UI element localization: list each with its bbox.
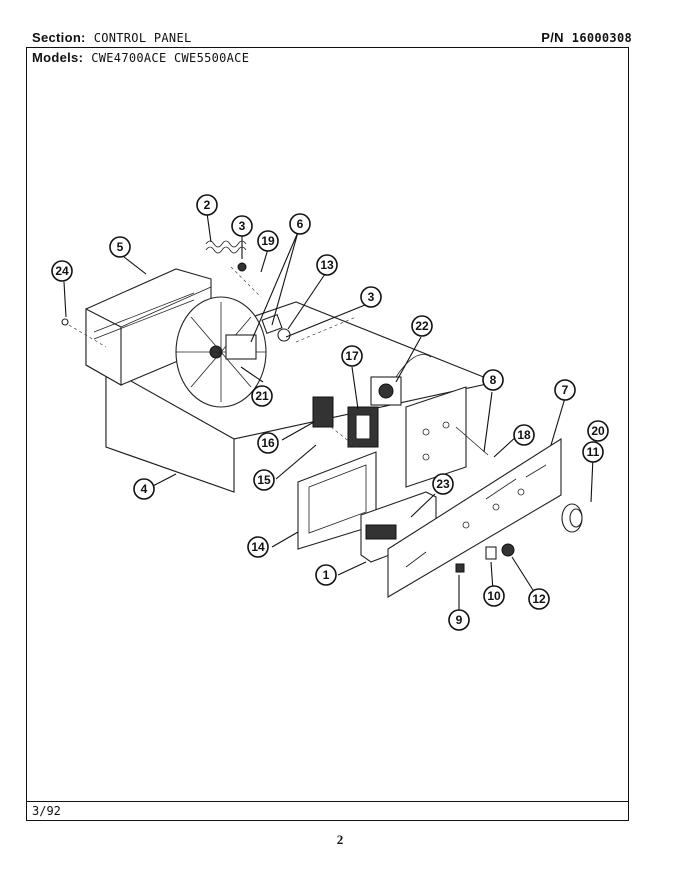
footer-divider <box>26 801 629 802</box>
svg-text:3: 3 <box>239 219 246 233</box>
callout-8: 8 <box>482 369 504 391</box>
callout-18: 18 <box>513 424 535 446</box>
svg-text:7: 7 <box>562 383 569 397</box>
callout-19: 19 <box>257 230 279 252</box>
callout-15: 15 <box>253 469 275 491</box>
part-number-header: P/N 16000308 <box>541 30 632 45</box>
callout-17: 17 <box>341 345 363 367</box>
callout-7: 7 <box>554 379 576 401</box>
svg-text:18: 18 <box>517 428 531 442</box>
callout-11: 11 <box>582 441 604 463</box>
svg-text:8: 8 <box>490 373 497 387</box>
svg-text:15: 15 <box>257 473 271 487</box>
svg-text:3: 3 <box>368 290 375 304</box>
callout-12: 12 <box>528 588 550 610</box>
fan-motor-part <box>175 296 267 408</box>
callout-6: 6 <box>289 213 311 235</box>
svg-text:10: 10 <box>487 589 501 603</box>
svg-text:23: 23 <box>436 477 450 491</box>
assembly-lines <box>68 266 357 448</box>
svg-text:9: 9 <box>456 613 463 627</box>
svg-text:13: 13 <box>320 258 334 272</box>
page-number: 2 <box>336 832 344 847</box>
svg-text:14: 14 <box>251 540 265 554</box>
knob-part <box>561 503 583 533</box>
callout-14: 14 <box>247 536 269 558</box>
svg-text:16: 16 <box>261 436 275 450</box>
section-header: Section: CONTROL PANEL <box>32 30 192 45</box>
callout-16: 16 <box>257 432 279 454</box>
callout-10: 10 <box>483 585 505 607</box>
callout-3b: 3 <box>360 286 382 308</box>
models-header: Models: CWE4700ACE CWE5500ACE <box>32 50 249 65</box>
svg-text:1: 1 <box>323 568 330 582</box>
pn-label: P/N <box>541 30 564 45</box>
svg-text:6: 6 <box>297 217 304 231</box>
callout-2: 2 <box>196 194 218 216</box>
svg-text:24: 24 <box>55 264 69 278</box>
pn-value: 16000308 <box>571 31 632 45</box>
spring-part <box>205 240 247 272</box>
callout-20: 20 <box>587 420 609 442</box>
callout-9: 9 <box>448 609 470 631</box>
exploded-parts-diagram: 1 2 3 3 4 5 6 7 8 9 10 11 12 13 14 15 16… <box>51 194 609 631</box>
svg-text:2: 2 <box>204 198 211 212</box>
section-label: Section: <box>32 30 86 45</box>
callout-22: 22 <box>411 315 433 337</box>
models-value: CWE4700ACE CWE5500ACE <box>91 51 250 65</box>
svg-text:11: 11 <box>587 445 600 459</box>
callout-24: 24 <box>51 260 73 282</box>
callout-4: 4 <box>133 478 155 500</box>
svg-text:19: 19 <box>261 234 275 248</box>
svg-text:4: 4 <box>141 482 148 496</box>
svg-text:5: 5 <box>117 240 124 254</box>
backing-plate-part <box>405 386 489 488</box>
models-label: Models: <box>32 50 84 65</box>
callout-13: 13 <box>316 254 338 276</box>
svg-text:22: 22 <box>415 319 429 333</box>
callout-1: 1 <box>315 564 337 586</box>
switch-part <box>347 406 379 448</box>
callout-5: 5 <box>109 236 131 258</box>
revision-date: 3/92 <box>32 804 61 818</box>
switch-16-part <box>312 396 334 428</box>
svg-text:17: 17 <box>345 349 359 363</box>
svg-text:12: 12 <box>532 592 546 606</box>
diagram-frame <box>26 47 629 821</box>
front-panel-part <box>387 437 562 598</box>
callout-3a: 3 <box>231 215 253 237</box>
section-value: CONTROL PANEL <box>93 31 192 45</box>
callout-21: 21 <box>251 385 273 407</box>
svg-text:21: 21 <box>255 389 269 403</box>
leader-lines <box>63 212 594 613</box>
small-parts <box>61 318 515 573</box>
svg-text:20: 20 <box>591 424 605 438</box>
callout-23: 23 <box>432 473 454 495</box>
